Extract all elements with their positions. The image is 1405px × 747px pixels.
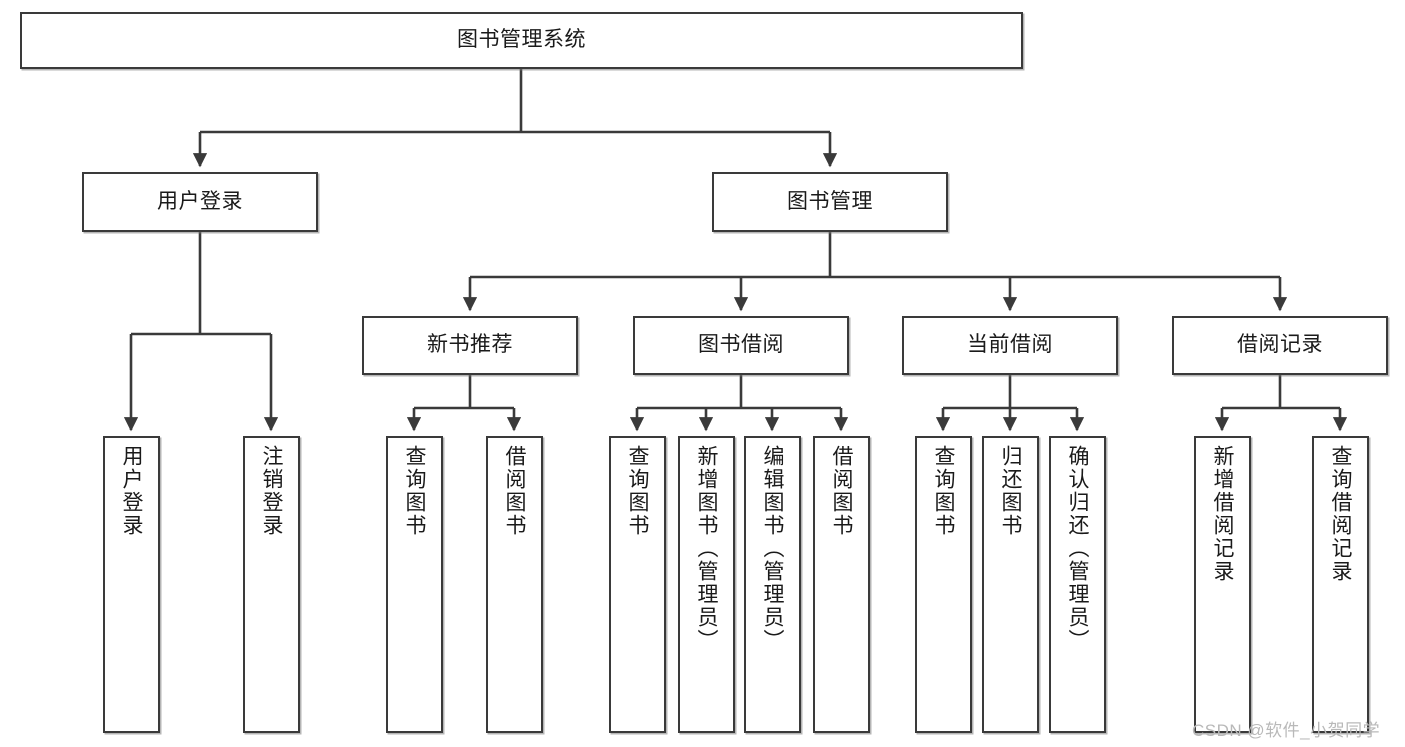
node-book-borrow-label: 图书借阅 — [698, 333, 784, 357]
node-leaf-add-book-label: 新增图书（管理员） — [695, 445, 718, 652]
node-leaf-query-book-rec-label: 查询图书 — [403, 445, 426, 537]
node-new-book-rec[interactable]: 新书推荐 — [362, 316, 578, 375]
node-leaf-add-record-label: 新增借阅记录 — [1211, 445, 1234, 583]
node-user-login-label: 用户登录 — [157, 189, 243, 213]
node-leaf-borrow-book[interactable]: 借阅图书 — [813, 436, 870, 733]
node-leaf-return-book[interactable]: 归还图书 — [982, 436, 1039, 733]
node-leaf-borrow-book-rec-label: 借阅图书 — [503, 445, 526, 537]
node-leaf-query-book-borrow-label: 查询图书 — [626, 445, 649, 537]
node-leaf-edit-book[interactable]: 编辑图书（管理员） — [744, 436, 801, 733]
node-current-borrow[interactable]: 当前借阅 — [902, 316, 1118, 375]
node-current-borrow-label: 当前借阅 — [967, 333, 1053, 357]
node-leaf-confirm-return-label: 确认归还（管理员） — [1066, 445, 1089, 652]
node-leaf-add-record[interactable]: 新增借阅记录 — [1194, 436, 1251, 733]
node-book-manage-label: 图书管理 — [787, 189, 873, 213]
node-leaf-borrow-book-label: 借阅图书 — [830, 445, 853, 537]
node-leaf-query-record[interactable]: 查询借阅记录 — [1312, 436, 1369, 733]
node-leaf-borrow-book-rec[interactable]: 借阅图书 — [486, 436, 543, 733]
node-leaf-query-record-label: 查询借阅记录 — [1329, 445, 1352, 583]
node-leaf-query-book-current-label: 查询图书 — [932, 445, 955, 537]
node-root[interactable]: 图书管理系统 — [20, 12, 1023, 69]
node-book-borrow[interactable]: 图书借阅 — [633, 316, 849, 375]
node-leaf-user-login-label: 用户登录 — [120, 445, 143, 537]
node-user-login[interactable]: 用户登录 — [82, 172, 318, 232]
node-leaf-return-book-label: 归还图书 — [999, 445, 1022, 537]
node-leaf-query-book-rec[interactable]: 查询图书 — [386, 436, 443, 733]
node-leaf-user-logout-label: 注销登录 — [260, 445, 283, 537]
node-leaf-confirm-return[interactable]: 确认归还（管理员） — [1049, 436, 1106, 733]
node-leaf-add-book[interactable]: 新增图书（管理员） — [678, 436, 735, 733]
node-root-label: 图书管理系统 — [457, 28, 586, 52]
node-leaf-query-book-borrow[interactable]: 查询图书 — [609, 436, 666, 733]
node-borrow-record-label: 借阅记录 — [1237, 333, 1323, 357]
node-borrow-record[interactable]: 借阅记录 — [1172, 316, 1388, 375]
node-book-manage[interactable]: 图书管理 — [712, 172, 948, 232]
node-leaf-user-logout[interactable]: 注销登录 — [243, 436, 300, 733]
node-leaf-query-book-current[interactable]: 查询图书 — [915, 436, 972, 733]
node-leaf-edit-book-label: 编辑图书（管理员） — [761, 445, 784, 652]
node-leaf-user-login[interactable]: 用户登录 — [103, 436, 160, 733]
node-new-book-rec-label: 新书推荐 — [427, 333, 513, 357]
